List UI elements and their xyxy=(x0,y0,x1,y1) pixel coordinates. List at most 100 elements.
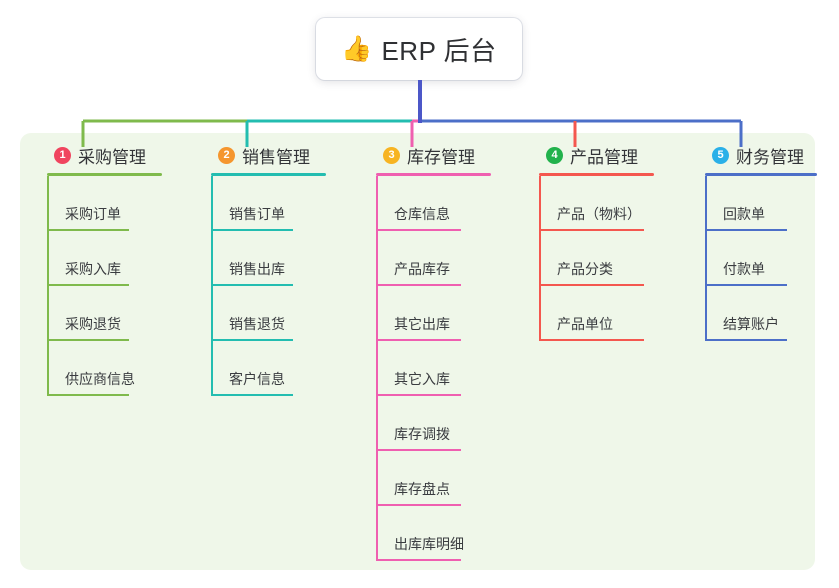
column-badge-3: 3 xyxy=(383,146,400,164)
leaf-item-label: 回款单 xyxy=(723,206,765,222)
leaf-item-rule xyxy=(211,394,293,396)
leaf-item-label: 产品单位 xyxy=(557,316,613,332)
branch-spine-2 xyxy=(211,176,213,396)
leaf-item[interactable]: 销售订单 xyxy=(200,176,326,231)
root-node-erp-backend[interactable]: 👍 ERP 后台 xyxy=(316,18,522,80)
leaf-item-label: 其它入库 xyxy=(394,371,450,387)
leaf-item-label: 产品（物料） xyxy=(557,206,641,222)
leaf-item[interactable]: 产品库存 xyxy=(365,231,491,286)
column-branch-1: 采购订单采购入库采购退货供应商信息 xyxy=(36,176,162,396)
leaf-item-rule xyxy=(539,339,644,341)
leaf-item[interactable]: 采购订单 xyxy=(36,176,162,231)
column-header-5[interactable]: 5 财务管理 xyxy=(694,142,817,168)
leaf-item[interactable]: 库存调拨 xyxy=(365,396,491,451)
leaf-item-label: 结算账户 xyxy=(723,316,779,332)
column-branch-2: 销售订单销售出库销售退货客户信息 xyxy=(200,176,326,396)
leaf-item[interactable]: 产品（物料） xyxy=(528,176,654,231)
leaf-item-rule xyxy=(376,394,461,396)
leaf-item-label: 采购订单 xyxy=(65,206,121,222)
leaf-item[interactable]: 回款单 xyxy=(694,176,817,231)
column-header-rule-2 xyxy=(211,173,326,176)
leaf-item-label: 销售出库 xyxy=(229,261,285,277)
leaf-item-label: 采购入库 xyxy=(65,261,121,277)
leaf-item[interactable]: 采购退货 xyxy=(36,286,162,341)
leaf-item-rule xyxy=(47,394,129,396)
leaf-item-rule xyxy=(539,229,644,231)
leaf-item-label: 产品分类 xyxy=(557,261,613,277)
diagram-panel-background xyxy=(20,133,815,570)
branch-spine-3 xyxy=(376,176,378,561)
leaf-item-label: 其它出库 xyxy=(394,316,450,332)
leaf-item-rule xyxy=(211,339,293,341)
branch-spine-5 xyxy=(705,176,707,341)
root-node-title: ERP 后台 xyxy=(381,35,497,66)
column-badge-4: 4 xyxy=(546,146,563,164)
leaf-item-label: 库存调拨 xyxy=(394,426,450,442)
leaf-item-label: 客户信息 xyxy=(229,371,285,387)
column-header-3[interactable]: 3 库存管理 xyxy=(365,142,491,168)
leaf-item[interactable]: 销售退货 xyxy=(200,286,326,341)
leaf-item-label: 出库库明细 xyxy=(394,536,464,552)
column-4: 4 产品管理产品（物料） 产品分类产品单位 xyxy=(528,142,654,341)
column-title-3: 库存管理 xyxy=(407,147,475,167)
leaf-item-label: 供应商信息 xyxy=(65,371,135,387)
leaf-item-label: 仓库信息 xyxy=(394,206,450,222)
column-header-rule-1 xyxy=(47,173,162,176)
leaf-item-rule xyxy=(47,339,129,341)
column-badge-2: 2 xyxy=(218,146,235,164)
leaf-item-rule xyxy=(47,284,129,286)
leaf-item[interactable]: 产品分类 xyxy=(528,231,654,286)
column-title-1: 采购管理 xyxy=(78,147,146,167)
leaf-item-rule xyxy=(705,229,787,231)
leaf-item[interactable]: 其它入库 xyxy=(365,341,491,396)
column-5: 5 财务管理回款单付款单结算账户 xyxy=(694,142,817,341)
column-title-2: 销售管理 xyxy=(242,147,310,167)
thumbs-up-icon: 👍 xyxy=(341,34,373,63)
column-header-rule-5 xyxy=(705,173,817,176)
leaf-item[interactable]: 仓库信息 xyxy=(365,176,491,231)
leaf-item-rule xyxy=(376,449,461,451)
leaf-item[interactable]: 采购入库 xyxy=(36,231,162,286)
leaf-item[interactable]: 库存盘点 xyxy=(365,451,491,506)
column-badge-5: 5 xyxy=(712,146,729,164)
leaf-item[interactable]: 产品单位 xyxy=(528,286,654,341)
leaf-item-rule xyxy=(47,229,129,231)
column-header-4[interactable]: 4 产品管理 xyxy=(528,142,654,168)
leaf-item-label: 产品库存 xyxy=(394,261,450,277)
column-header-rule-4 xyxy=(539,173,654,176)
leaf-item-rule xyxy=(211,229,293,231)
root-node-content: 👍 ERP 后台 xyxy=(341,31,496,68)
leaf-item-label: 付款单 xyxy=(723,261,765,277)
leaf-item-label: 销售退货 xyxy=(229,316,285,332)
leaf-item[interactable]: 客户信息 xyxy=(200,341,326,396)
leaf-item-rule xyxy=(376,504,461,506)
leaf-item[interactable]: 其它出库 xyxy=(365,286,491,341)
leaf-item-rule xyxy=(376,339,461,341)
leaf-item-rule xyxy=(539,284,644,286)
column-title-5: 财务管理 xyxy=(736,147,804,167)
column-3: 3 库存管理仓库信息产品库存其它出库其它入库库存调拨库存盘点出库库明细 xyxy=(365,142,491,561)
column-title-4: 产品管理 xyxy=(570,147,638,167)
leaf-item[interactable]: 结算账户 xyxy=(694,286,817,341)
column-2: 2 销售管理销售订单销售出库销售退货客户信息 xyxy=(200,142,326,396)
leaf-item-label: 采购退货 xyxy=(65,316,121,332)
leaf-item[interactable]: 付款单 xyxy=(694,231,817,286)
leaf-item[interactable]: 供应商信息 xyxy=(36,341,162,396)
leaf-item-rule xyxy=(376,559,461,561)
column-branch-3: 仓库信息产品库存其它出库其它入库库存调拨库存盘点出库库明细 xyxy=(365,176,491,561)
branch-spine-4 xyxy=(539,176,541,341)
leaf-item-rule xyxy=(705,284,787,286)
leaf-item-label: 库存盘点 xyxy=(394,481,450,497)
leaf-item-rule xyxy=(705,339,787,341)
branch-spine-1 xyxy=(47,176,49,396)
leaf-item-label: 销售订单 xyxy=(229,206,285,222)
column-header-2[interactable]: 2 销售管理 xyxy=(200,142,326,168)
column-branch-5: 回款单付款单结算账户 xyxy=(694,176,817,341)
leaf-item-rule xyxy=(211,284,293,286)
leaf-item[interactable]: 销售出库 xyxy=(200,231,326,286)
leaf-item-rule xyxy=(376,229,461,231)
leaf-item[interactable]: 出库库明细 xyxy=(365,506,491,561)
